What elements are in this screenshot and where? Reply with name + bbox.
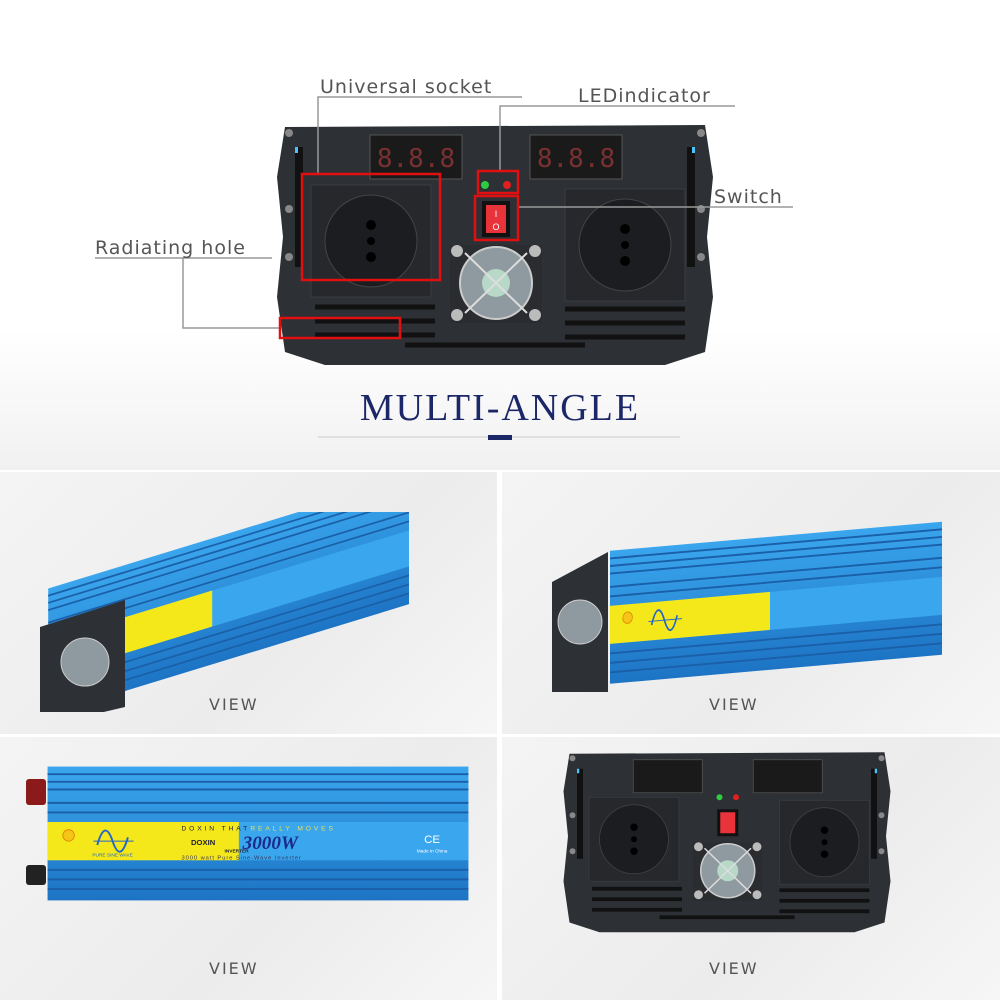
display-left-reading: 8.8.8 bbox=[377, 144, 455, 174]
view-cell-3: PURE SINE WAVE DOXIN THAT REALLY MOVES D… bbox=[0, 737, 497, 1000]
radiating-hole-highlight bbox=[278, 316, 402, 340]
view-label-4: VIEW bbox=[709, 959, 759, 978]
view-label-1: VIEW bbox=[209, 695, 259, 714]
view-cell-2: VIEW bbox=[502, 472, 1000, 734]
inverter-angle-view-2 bbox=[552, 519, 942, 692]
label-led-indicator: LEDindicator bbox=[578, 85, 711, 107]
display-right-reading: 8.8.8 bbox=[537, 144, 615, 174]
label-radiating-hole: Radiating hole bbox=[95, 237, 246, 259]
origin-text: Made in China bbox=[417, 849, 448, 855]
label-switch: Switch bbox=[714, 186, 783, 208]
view-cell-4: VIEW bbox=[502, 737, 1000, 1000]
view-cell-1: VIEW bbox=[0, 472, 497, 734]
inverter-front-view bbox=[562, 750, 892, 935]
highlight-boxes bbox=[278, 169, 520, 340]
switch-off-mark: O bbox=[492, 222, 499, 232]
switch-on-mark: I bbox=[495, 209, 498, 219]
socket-highlight bbox=[300, 172, 442, 282]
product-description: 3000 watt Pure Sine-Wave Inverter bbox=[181, 855, 301, 861]
switch-highlight bbox=[473, 194, 520, 242]
ce-mark: CE bbox=[424, 834, 440, 846]
slogan-rest: REALLY MOVES bbox=[250, 826, 336, 833]
power-rating: 3000W bbox=[242, 833, 300, 854]
view-label-3: VIEW bbox=[209, 959, 259, 978]
callout-lines bbox=[95, 96, 793, 440]
inverter-angle-view-1 bbox=[40, 512, 410, 712]
wave-caption: PURE SINE WAVE bbox=[92, 852, 133, 858]
slogan-brand: DOXIN THAT bbox=[181, 826, 250, 833]
label-universal-socket: Universal socket bbox=[320, 76, 493, 98]
view-label-2: VIEW bbox=[709, 695, 759, 714]
inverter-front-panel: 8.8.8 8.8.8 I O bbox=[275, 117, 715, 367]
page-title: MULTI-ANGLE bbox=[359, 387, 641, 429]
led-highlight bbox=[476, 169, 520, 195]
title-accent-bar bbox=[488, 435, 512, 440]
product-type: INVERTER bbox=[225, 849, 250, 855]
brand-name: DOXIN bbox=[191, 838, 215, 847]
inverter-side-view: PURE SINE WAVE DOXIN THAT REALLY MOVES D… bbox=[26, 765, 470, 902]
